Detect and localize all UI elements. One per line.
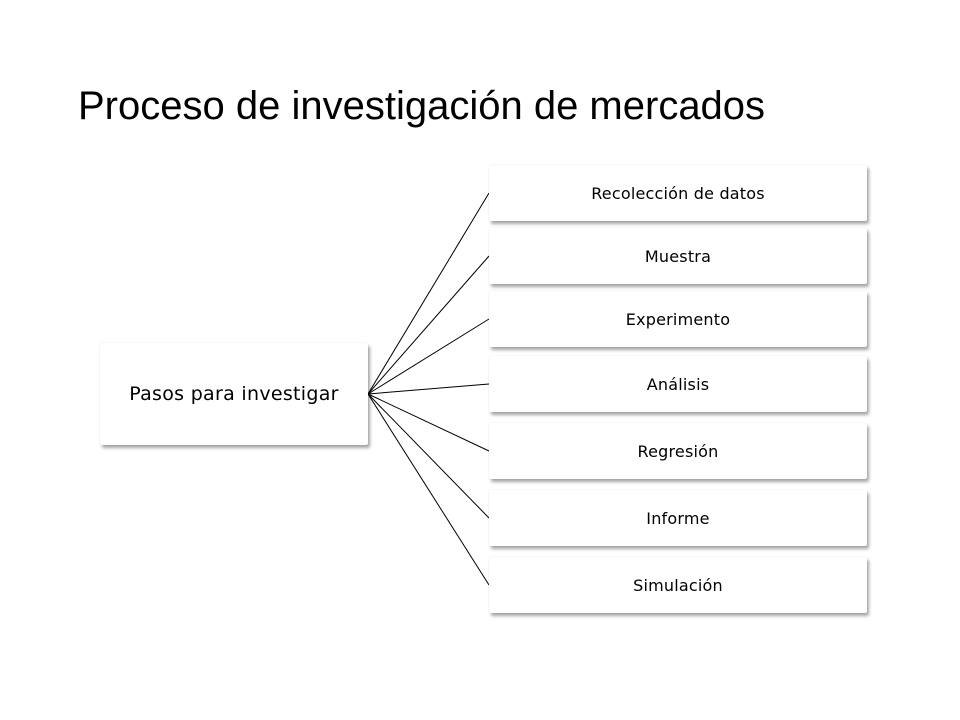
connector-line-5 (367, 393, 490, 452)
connector-line-1 (367, 192, 490, 395)
root-node: Pasos para investigar (100, 343, 368, 445)
connector-line-3 (367, 318, 490, 395)
root-node-label: Pasos para investigar (129, 383, 339, 405)
child-node-label: Simulación (633, 575, 723, 595)
connector-line-7 (367, 393, 490, 586)
slide-title: Proceso de investigación de mercados (78, 84, 766, 128)
child-node-7: Simulación (489, 557, 867, 613)
child-node-1: Recolección de datos (489, 165, 867, 221)
child-node-label: Regresión (637, 441, 719, 461)
child-node-label: Recolección de datos (591, 183, 765, 203)
child-node-6: Informe (489, 490, 867, 546)
child-node-label: Análisis (646, 374, 710, 394)
connector-line-4 (367, 383, 490, 395)
child-node-label: Muestra (644, 246, 712, 266)
child-node-5: Regresión (489, 423, 867, 479)
child-node-label: Informe (646, 508, 710, 528)
connector-line-6 (367, 393, 490, 519)
connector-line-2 (367, 255, 490, 395)
child-node-3: Experimento (489, 291, 867, 347)
child-node-2: Muestra (489, 228, 867, 284)
child-node-4: Análisis (489, 356, 867, 412)
child-node-label: Experimento (625, 309, 731, 329)
